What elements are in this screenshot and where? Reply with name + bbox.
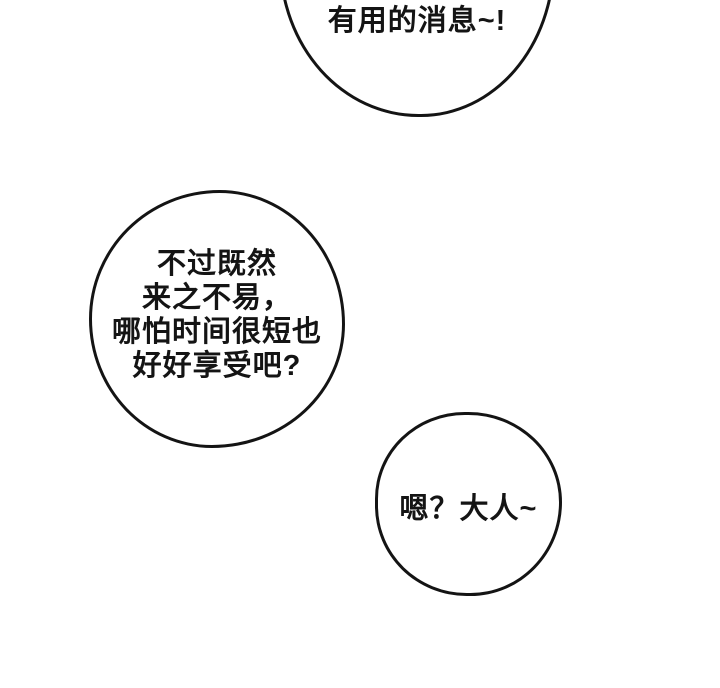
speech-text-middle: 不过既然 来之不易， 哪怕时间很短也 好好享受吧?: [89, 247, 345, 383]
speech-bubble-bottom: [375, 412, 562, 596]
speech-text-bottom: 嗯？大人~: [399, 493, 538, 525]
speech-line: 哪怕时间很短也: [111, 316, 322, 348]
speech-line: 来之不易，: [141, 282, 292, 314]
speech-line: 好好享受吧?: [132, 350, 302, 382]
speech-bubble-middle: [89, 190, 345, 448]
speech-line: 不过既然: [156, 248, 277, 280]
speech-text-top: 有用的消息~!: [327, 5, 507, 37]
